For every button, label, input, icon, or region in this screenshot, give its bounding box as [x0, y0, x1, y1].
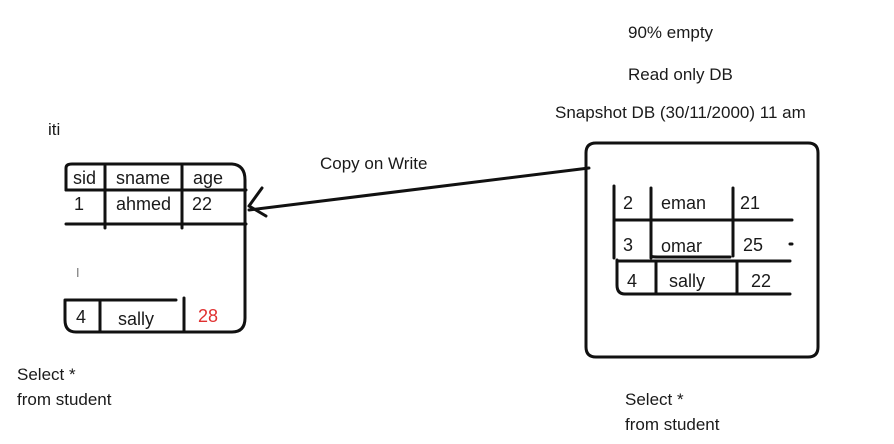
query-right-line-1: Select * — [625, 390, 684, 409]
label-snapshot-db: Snapshot DB (30/11/2000) 11 am — [555, 103, 806, 122]
snapshot-row3-border — [615, 258, 792, 296]
copy-on-write-arrow-shaft — [247, 166, 591, 212]
query-left-line-1: Select * — [17, 365, 76, 384]
source-table-border — [63, 162, 247, 334]
label-copy-on-write: Copy on Write — [320, 154, 428, 173]
snapshot-row2-age: 25 — [743, 235, 764, 255]
snapshot-row3-sname: sally — [669, 271, 706, 291]
text-cursor-icon: I — [76, 266, 80, 280]
copy-on-write-arrowhead — [247, 186, 268, 218]
snapshot-box-border — [584, 141, 820, 359]
snapshot-row1-age: 21 — [740, 193, 761, 213]
query-right-line-2: from student — [625, 415, 720, 434]
source-row1-sid: 1 — [74, 194, 85, 214]
snapshot-row3-age: 22 — [751, 271, 772, 291]
source-row2-sname: sally — [118, 309, 155, 329]
source-row2-sid: 4 — [76, 307, 87, 327]
source-header-sid: sid — [73, 168, 97, 188]
snapshot-row1-sid: 2 — [623, 193, 634, 213]
snapshot-row2-sid: 3 — [623, 235, 634, 255]
query-left-line-2: from student — [17, 390, 112, 409]
label-database-name: iti — [48, 120, 61, 139]
source-row1-sname: ahmed — [116, 194, 172, 214]
source-header-sname: sname — [116, 168, 171, 188]
source-row1-age: 22 — [192, 194, 213, 214]
label-90-empty: 90% empty — [628, 23, 714, 42]
label-read-only-db: Read only DB — [628, 65, 733, 84]
snapshot-row2-underline — [649, 254, 732, 259]
source-header-age: age — [193, 168, 224, 188]
snapshot-row1-sname: eman — [661, 193, 707, 213]
source-row2-age-modified: 28 — [198, 306, 219, 326]
snapshot-row2-sname: omar — [661, 236, 703, 256]
snapshot-row3-sid: 4 — [627, 271, 638, 291]
